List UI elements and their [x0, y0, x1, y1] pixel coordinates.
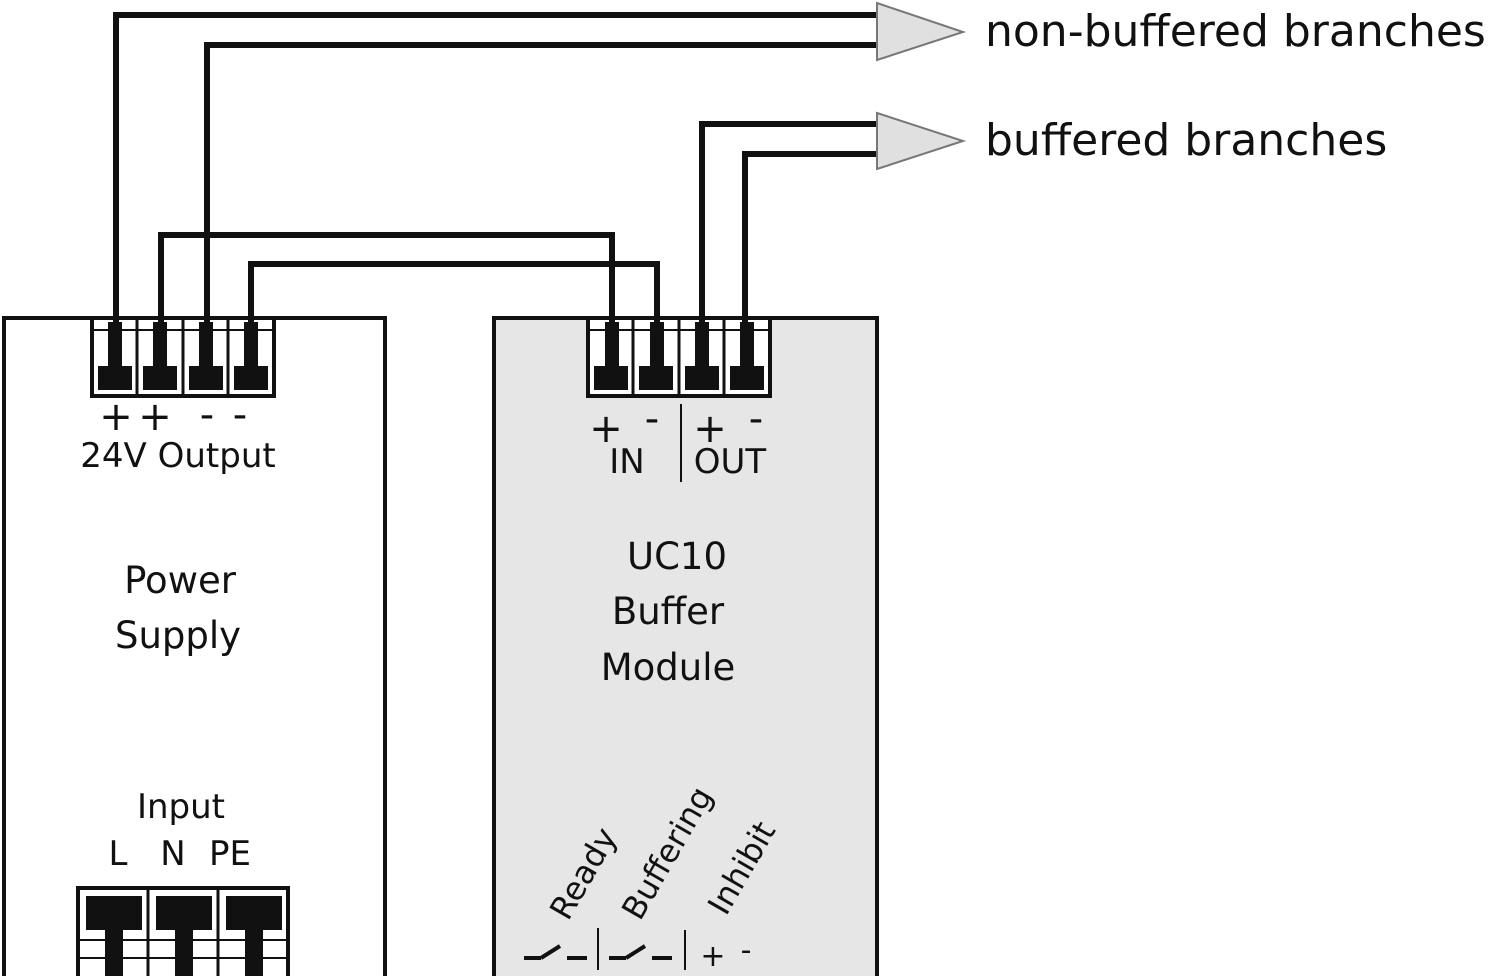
- input-terminal-N: [156, 896, 212, 930]
- power-supply-output-terminals: [90, 316, 276, 398]
- input-terminal-PE: [226, 896, 282, 930]
- ps-input-terminal-L: L: [109, 834, 128, 874]
- buffer-module-terminals: [586, 316, 772, 398]
- buffer-out-plus: +: [693, 406, 727, 452]
- wire-ps-plus-to-nonbuffered: [113, 12, 878, 322]
- buffer-in-label: IN: [609, 442, 644, 482]
- buffering-contact-symbol: [609, 944, 672, 960]
- arrow-buffered: [876, 111, 967, 171]
- buffer-in-plus-terminal: [594, 366, 628, 390]
- buffer-in-minus-terminal: [639, 366, 673, 390]
- ps-title-line1: Power: [124, 559, 237, 602]
- output-terminal-4: [234, 366, 268, 390]
- ps-input-label: Input: [137, 787, 225, 827]
- ps-input-terminal-N: N: [160, 834, 185, 874]
- buffer-title-line2: Buffer: [612, 590, 725, 633]
- wires: [113, 12, 878, 322]
- buffer-out-label: OUT: [694, 442, 767, 482]
- wire-buffer-out-minus: [742, 151, 878, 322]
- buffer-out-minus: -: [749, 396, 763, 442]
- output-terminal-1: [98, 366, 132, 390]
- wire-buffer-out-plus: [699, 121, 878, 322]
- buffer-in-plus: +: [589, 406, 623, 452]
- ps-polarity-1: +: [99, 394, 133, 440]
- ps-input-terminal-PE: PE: [209, 834, 251, 874]
- inhibit-minus: -: [741, 933, 752, 968]
- power-supply-box: [2, 316, 387, 976]
- ps-polarity-2: +: [138, 394, 172, 440]
- buffer-out-plus-terminal: [685, 366, 719, 390]
- output-terminal-3: [189, 366, 223, 390]
- buffer-title-line3: Module: [601, 646, 736, 689]
- ps-output-label: 24V Output: [80, 436, 275, 476]
- wire-ps-plus-to-buffer-in: [158, 232, 615, 322]
- buffer-in-minus: -: [645, 396, 659, 442]
- wire-ps-minus-to-nonbuffered: [204, 42, 878, 322]
- ready-contact-symbol: [524, 944, 587, 960]
- buffer-module-box: [492, 316, 879, 976]
- ps-polarity-3: -: [200, 392, 214, 438]
- arrow-nonbuffered: [876, 1, 967, 62]
- ps-title-line2: Supply: [115, 614, 241, 657]
- inhibit-plus: +: [700, 939, 725, 974]
- buffer-title-line1: UC10: [627, 535, 727, 578]
- input-terminal-L: [86, 896, 142, 930]
- label-non-buffered-branches: non-buffered branches: [985, 6, 1486, 57]
- wire-ps-minus-to-buffer-in: [248, 261, 660, 322]
- buffer-out-minus-terminal: [730, 366, 764, 390]
- label-buffered-branches: buffered branches: [985, 115, 1387, 166]
- output-terminal-2: [143, 366, 177, 390]
- power-supply-input-terminals: [76, 886, 290, 976]
- ps-polarity-4: -: [233, 392, 247, 438]
